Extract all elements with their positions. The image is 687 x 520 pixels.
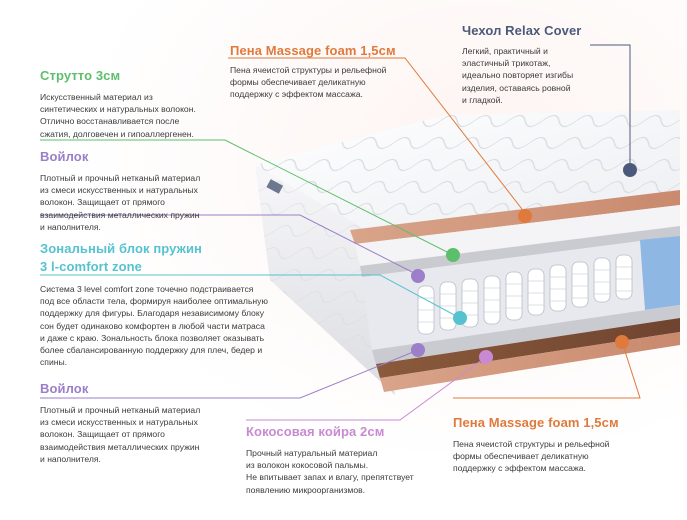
layer-strutto bbox=[355, 205, 680, 266]
marker-coconut bbox=[479, 350, 493, 364]
layer-coconut-coir bbox=[376, 318, 680, 378]
massage-foam-top-title: Пена Massage foam 1,5см bbox=[230, 43, 396, 58]
felt-bottom-desc: Плотный и прочный нетканый материал из с… bbox=[40, 405, 201, 464]
brand-tag-icon bbox=[266, 179, 284, 194]
strutto-desc: Искусственный материал из синтетических … bbox=[40, 92, 196, 139]
marker-springs bbox=[453, 311, 467, 325]
layer-massage-foam-top bbox=[350, 190, 680, 244]
layer-felt-bottom bbox=[372, 305, 680, 364]
marker-felt-top bbox=[411, 269, 425, 283]
felt-bottom-title: Войлок bbox=[40, 381, 89, 396]
strutto-title: Струтто 3см bbox=[40, 68, 121, 83]
springs-title-line1: Зональный блок пружин bbox=[40, 241, 202, 256]
felt-top-desc: Плотный и прочный нетканый материал из с… bbox=[40, 173, 201, 232]
marker-massage-foam-top bbox=[518, 209, 532, 223]
marker-felt-bottom bbox=[411, 343, 425, 357]
massage-foam-top-desc: Пена ячеистой структуры и рельефной форм… bbox=[230, 65, 387, 100]
marker-massage-foam-bottom bbox=[615, 335, 629, 349]
massage-foam-bottom-title: Пена Massage foam 1,5см bbox=[453, 415, 619, 430]
marker-cover bbox=[623, 163, 637, 177]
massage-foam-bottom-desc: Пена ячеистой структуры и рельефной форм… bbox=[453, 439, 610, 474]
felt-top-title: Войлок bbox=[40, 149, 89, 164]
coconut-title: Кокосовая койра 2см bbox=[246, 424, 385, 439]
marker-strutto bbox=[446, 248, 460, 262]
coconut-desc: Прочный натуральный материал из волокон … bbox=[246, 448, 414, 495]
layer-felt-top bbox=[360, 226, 680, 277]
cover-desc: Легкий, практичный и эластичный трикотаж… bbox=[462, 46, 574, 105]
springs-desc: Система 3 level comfort zone точечно под… bbox=[40, 284, 268, 368]
cover-title: Чехол Relax Cover bbox=[462, 23, 582, 38]
layer-massage-foam-bottom bbox=[380, 332, 680, 392]
springs-title-line2: 3 l-comfort zone bbox=[40, 259, 142, 274]
